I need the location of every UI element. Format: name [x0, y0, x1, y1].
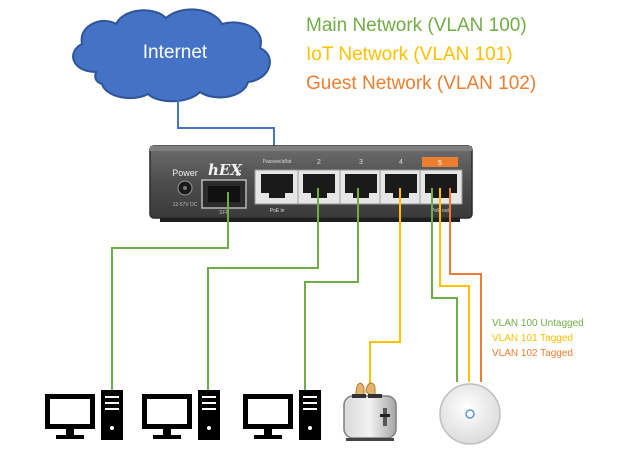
desktop-computer-icon [142, 390, 220, 440]
cable-port3-to-pc3 [304, 188, 359, 390]
legend-guest-network: Guest Network (VLAN 102) [306, 73, 537, 94]
legend-iot-network: IoT Network (VLAN 101) [306, 44, 513, 65]
router-brand: hEX [208, 161, 243, 179]
cable-port5-vlan101 [439, 188, 470, 382]
router-top-edge [150, 146, 472, 151]
port-number-4: 4 [399, 159, 403, 166]
ethernet-port-3 [339, 169, 383, 205]
cable-port5-vlan102 [449, 188, 482, 382]
power-label: Power [172, 168, 198, 178]
cloud-shape [72, 8, 271, 103]
power-spec-label: 12-57V DC [173, 202, 198, 208]
port-number-2: 2 [317, 159, 321, 166]
cloud-label: Internet [143, 42, 208, 63]
ap-vlan100-label: VLAN 100 Untagged [492, 318, 584, 329]
ap-vlan102-label: VLAN 102 Tagged [492, 348, 573, 359]
port1-poe-in-label: PoE in [270, 208, 285, 214]
port-number-5: 5 [438, 160, 442, 167]
wireless-access-point-icon [439, 383, 501, 445]
legend-main-network: Main Network (VLAN 100) [306, 15, 527, 36]
power-jack-pin [183, 186, 187, 190]
desktop-computer-icon [243, 390, 321, 440]
sfp-port-opening [208, 186, 240, 202]
router-base [160, 218, 460, 222]
sfp-label: SFP [219, 210, 229, 216]
router-brand-suffix: S [236, 169, 242, 178]
port-number-3: 3 [359, 159, 363, 166]
port5-highlight [422, 157, 458, 167]
internet-cloud-icon [72, 8, 271, 103]
ap-vlan101-label: VLAN 101 Tagged [492, 333, 573, 344]
ethernet-port-1 [254, 169, 300, 205]
toaster-icon [343, 382, 397, 441]
cable-port2-to-pc2 [207, 188, 319, 390]
cable-port5-vlan100 [431, 188, 458, 382]
cable-sfp-to-pc1 [111, 192, 229, 390]
port1-poe-type-label: Passive/af/at [263, 159, 292, 165]
router: Power 12-57V DC hEX S SFP Passive/af/at … [149, 145, 473, 222]
desktop-computer-icon [45, 390, 123, 440]
cable-port4-to-toaster [369, 188, 401, 384]
